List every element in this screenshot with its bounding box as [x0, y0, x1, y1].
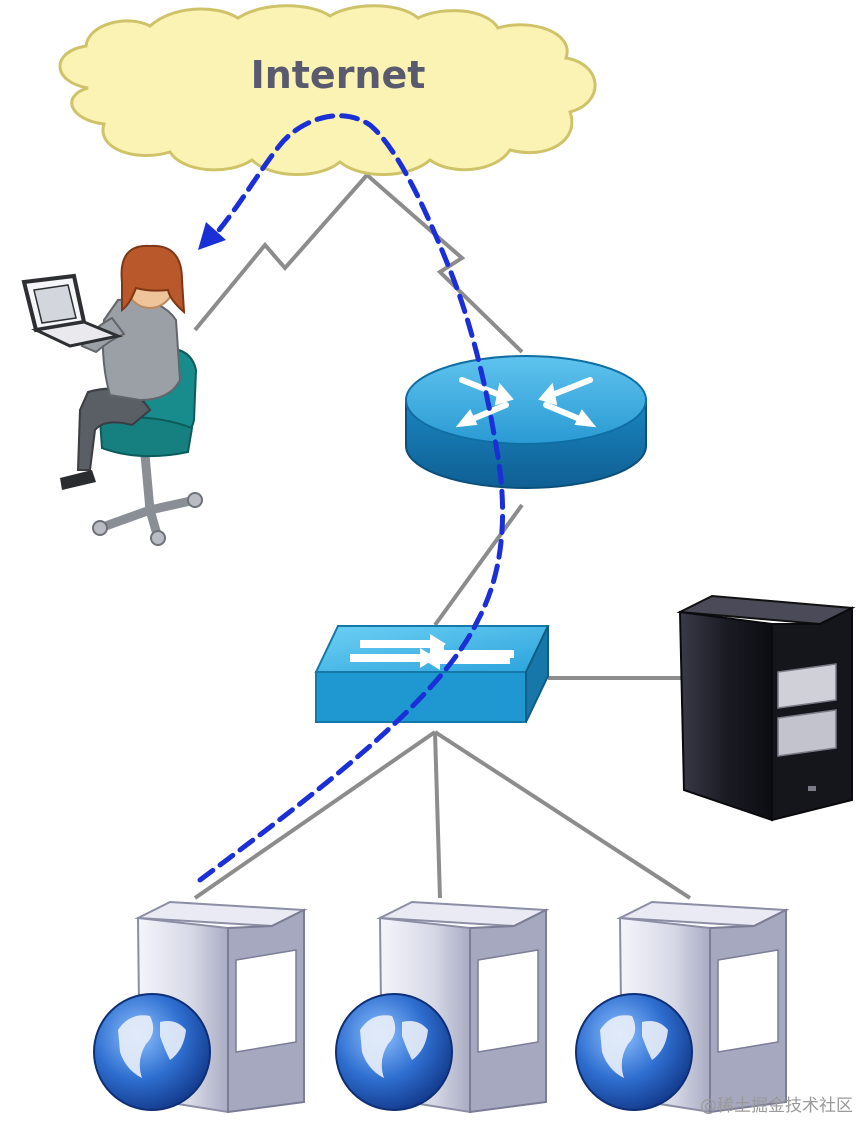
- link-internet-router: [365, 173, 524, 354]
- link-switch-web1: [193, 730, 437, 900]
- web-server-1: [93, 900, 308, 1114]
- data-path-arrowhead: [198, 222, 226, 250]
- server-tower-icon: [676, 594, 856, 822]
- web-server-icon: [93, 900, 308, 1114]
- link-switch-web2: [433, 731, 442, 899]
- data-path-line: [197, 113, 506, 883]
- network-links: [193, 173, 692, 900]
- laptop: [21, 273, 124, 348]
- switch-icon: [314, 625, 550, 723]
- link-router-switch: [433, 503, 524, 627]
- internet-cloud: Internet: [58, 4, 597, 177]
- watermark: @稀土掘金技术社区: [700, 1096, 853, 1116]
- link-switch-web3: [433, 730, 692, 900]
- router-icon: [405, 355, 647, 489]
- link-user-internet: [193, 173, 369, 332]
- web-server-3: [575, 900, 790, 1114]
- cloud-label: Internet: [251, 53, 426, 97]
- cloud-icon: [58, 4, 597, 177]
- data-path: [197, 113, 506, 883]
- web-server-2: [335, 900, 550, 1114]
- web-server-icon: [335, 900, 550, 1114]
- web-server-icon: [575, 900, 790, 1114]
- person-laptop-icon: [21, 244, 203, 546]
- chair-base: [95, 450, 200, 543]
